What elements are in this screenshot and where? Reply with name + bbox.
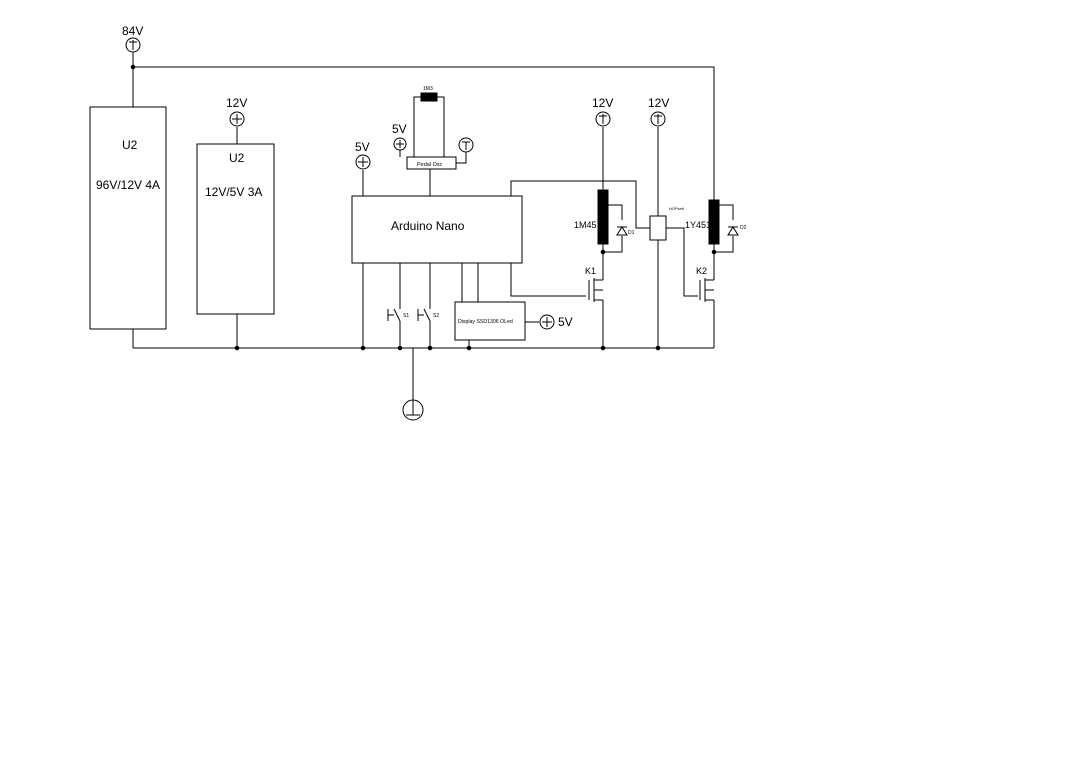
u2-converter-96v: U2 96V/12V 4A (89, 106, 167, 330)
pedal-top-label: 1M3 (423, 86, 433, 92)
switch-s1: S1 (387, 308, 409, 322)
pedal-osc-label: Pedal Osc (417, 162, 443, 168)
u2-right-ref: U2 (229, 151, 245, 165)
switch-icon (417, 308, 431, 322)
u2-left-desc: 96V/12V 4A (96, 178, 160, 192)
diode-d1: D1 (616, 226, 635, 236)
arduino-nano-label: Arduino Nano (391, 219, 465, 233)
pedal-top-element (420, 92, 438, 102)
coil1-label: 1M45 (574, 220, 597, 230)
supply-12v-psu: 12V (226, 96, 247, 127)
supply-12v-relay1-label: 12V (592, 96, 613, 110)
switch-icon (387, 308, 401, 322)
supply-84v: 84V (122, 24, 143, 53)
switch-s2: S2 (417, 308, 439, 322)
supply-5v-display: 5V (539, 314, 573, 330)
mosfet-k1: K1 (585, 266, 603, 302)
supply-5v-nano-label: 5V (355, 140, 370, 154)
mosfet-icon (588, 278, 603, 302)
mosfet-k2-label: K2 (696, 266, 707, 276)
mosfet-k2: K2 (696, 266, 714, 302)
mosfet-k1-label: K1 (585, 266, 596, 276)
relay-coil-2: 1Y451 (685, 199, 720, 245)
diode-d2: D2 (727, 225, 747, 236)
diode-icon (616, 226, 628, 236)
supply-12v-psu-label: 12V (226, 96, 247, 110)
u2-right-desc: 12V/5V 3A (205, 185, 262, 199)
pedal-osc: Pedal Osc 1M3 (406, 86, 457, 170)
u2-left-ref: U2 (122, 138, 138, 152)
coil2-label: 1Y451 (685, 220, 711, 230)
coil-icon (597, 189, 609, 245)
switch-s2-label: S2 (433, 313, 439, 319)
relay-coil-1: 1M45 (574, 189, 609, 245)
u2-converter-12v: U2 12V/5V 3A (196, 143, 275, 315)
pedal-ground-terminal (458, 137, 474, 153)
supply-5v-nano: 5V (355, 140, 371, 170)
ground-symbol (402, 399, 424, 421)
diode-icon (727, 226, 739, 236)
mid-box-label: HOPseti (669, 206, 684, 211)
mosfet-icon (699, 278, 714, 302)
arduino-nano: Arduino Nano (351, 195, 523, 264)
oled-display: Display SSD1306 OLed (454, 301, 526, 341)
oled-display-label: Display SSD1306 OLed (458, 319, 513, 325)
coil-icon (708, 199, 720, 245)
supply-5v-pedal-label: 5V (392, 122, 407, 136)
mid-box: HOPseti (649, 206, 684, 241)
diode-d2-label: D2 (740, 225, 747, 231)
wires (132, 52, 734, 400)
diode-d1-label: D1 (628, 230, 635, 236)
supply-5v-pedal: 5V (392, 122, 407, 151)
supply-12v-relay2: 12V (648, 96, 669, 127)
supply-12v-relay2-label: 12V (648, 96, 669, 110)
supply-84v-label: 84V (122, 24, 143, 38)
supply-12v-relay1: 12V (592, 96, 613, 127)
supply-5v-display-label: 5V (558, 315, 573, 329)
switch-s1-label: S1 (403, 313, 409, 319)
